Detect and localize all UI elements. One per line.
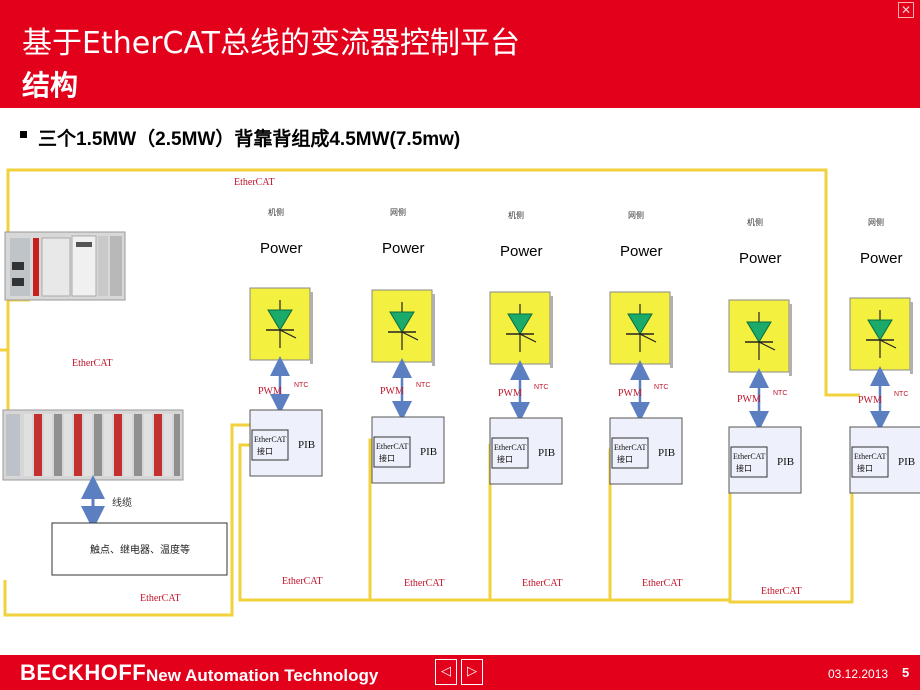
iface-label-2: 接口 (257, 446, 273, 456)
iface-label: EtherCAT (376, 442, 409, 451)
diode-icon (627, 313, 653, 335)
pib-label: PIB (420, 446, 437, 458)
module-shadow (910, 302, 913, 374)
bullet-text: 三个1.5MW（2.5MW）背靠背组成4.5MW(7.5mw) (38, 129, 461, 150)
io-box-text: 触点、继电器、温度等 (90, 543, 190, 556)
ethercat-interface-box (491, 437, 529, 469)
ethercat-interface-box (373, 436, 411, 468)
bullet-icon (20, 131, 27, 138)
bus-label-bottom: EtherCAT (522, 578, 563, 589)
ethercat-interface-box (851, 446, 889, 478)
bus-label-bottom: EtherCAT (404, 578, 445, 589)
iface-label-2: 接口 (736, 463, 752, 473)
power-label: Power (500, 243, 543, 260)
pib-label: PIB (298, 439, 315, 451)
diode-icon (867, 319, 893, 341)
side-label: 机侧 (508, 210, 524, 220)
ntc-label: NTC (534, 384, 548, 391)
bus-label-bottom-left: EtherCAT (140, 593, 181, 604)
bus-label-bottom: EtherCAT (642, 578, 683, 589)
diode-icon (389, 311, 415, 333)
diode-icon (746, 321, 772, 343)
side-label: 机侧 (747, 217, 763, 227)
module-shadow (789, 304, 792, 376)
title-bar (0, 0, 920, 108)
power-label: Power (260, 240, 303, 257)
plc-controller-image (4, 231, 126, 301)
side-label: 网侧 (390, 207, 406, 217)
iface-label: EtherCAT (854, 452, 887, 461)
io-terminal-image (2, 409, 184, 481)
diode-icon (507, 313, 533, 335)
pwm-label: PWM (737, 394, 761, 405)
iface-label: EtherCAT (614, 443, 647, 452)
gate-line (279, 329, 297, 339)
iface-label-2: 接口 (857, 463, 873, 473)
pib-label: PIB (898, 456, 915, 468)
iface-label-2: 接口 (617, 454, 633, 464)
ethercat-interface-box (251, 429, 289, 461)
page-number: 5 (902, 665, 910, 680)
power-label: Power (739, 250, 782, 267)
gate-line (758, 341, 776, 351)
pwm-label: PWM (258, 386, 282, 397)
module-shadow (432, 294, 435, 366)
ethercat-interface-box (730, 446, 768, 478)
ntc-label: NTC (773, 390, 787, 397)
ntc-label: NTC (894, 391, 908, 398)
pwm-label: PWM (498, 388, 522, 399)
iface-label-2: 接口 (379, 453, 395, 463)
pwm-label: PWM (618, 388, 642, 399)
gate-line (639, 333, 657, 343)
slide-subtitle: 结构 (22, 69, 79, 102)
pib-label: PIB (538, 447, 555, 459)
ethercat-interface-box (611, 437, 649, 469)
io-signal-box (51, 522, 228, 576)
slide-date: 03.12.2013 (828, 667, 889, 681)
pwm-label: PWM (858, 395, 882, 406)
brand-tagline: New Automation Technology (146, 666, 379, 685)
bus-label-bottom: EtherCAT (761, 586, 802, 597)
ntc-label: NTC (654, 384, 668, 391)
bus-label-left: EtherCAT (72, 358, 113, 369)
cable-label: 线缆 (112, 496, 132, 509)
diode-icon (267, 309, 293, 331)
side-label: 机侧 (268, 207, 284, 217)
gate-line (879, 339, 897, 349)
module-shadow (310, 292, 313, 364)
module-shadow (550, 296, 553, 368)
power-label: Power (620, 243, 663, 260)
gate-line (401, 331, 419, 341)
pwm-label: PWM (380, 386, 404, 397)
iface-label: EtherCAT (733, 452, 766, 461)
bus-label-top: EtherCAT (234, 177, 275, 188)
gate-line (519, 333, 537, 343)
iface-label: EtherCAT (494, 443, 527, 452)
close-icon[interactable]: ✕ (898, 2, 914, 18)
bus-label-bottom: EtherCAT (282, 576, 323, 587)
ntc-label: NTC (294, 382, 308, 389)
next-slide-button[interactable]: ▷ (461, 659, 483, 685)
footer-bar (0, 655, 920, 690)
prev-slide-button[interactable]: ◁ (435, 659, 457, 685)
power-label: Power (382, 240, 425, 257)
iface-label: EtherCAT (254, 435, 287, 444)
side-label: 网侧 (868, 217, 884, 227)
pib-label: PIB (658, 447, 675, 459)
brand-logo: BECKHOFF (20, 660, 147, 685)
ntc-label: NTC (416, 382, 430, 389)
pib-label: PIB (777, 456, 794, 468)
slide-title: 基于EtherCAT总线的变流器控制平台 (22, 26, 520, 61)
iface-label-2: 接口 (497, 454, 513, 464)
side-label: 网侧 (628, 210, 644, 220)
module-shadow (670, 296, 673, 368)
power-label: Power (860, 250, 903, 267)
